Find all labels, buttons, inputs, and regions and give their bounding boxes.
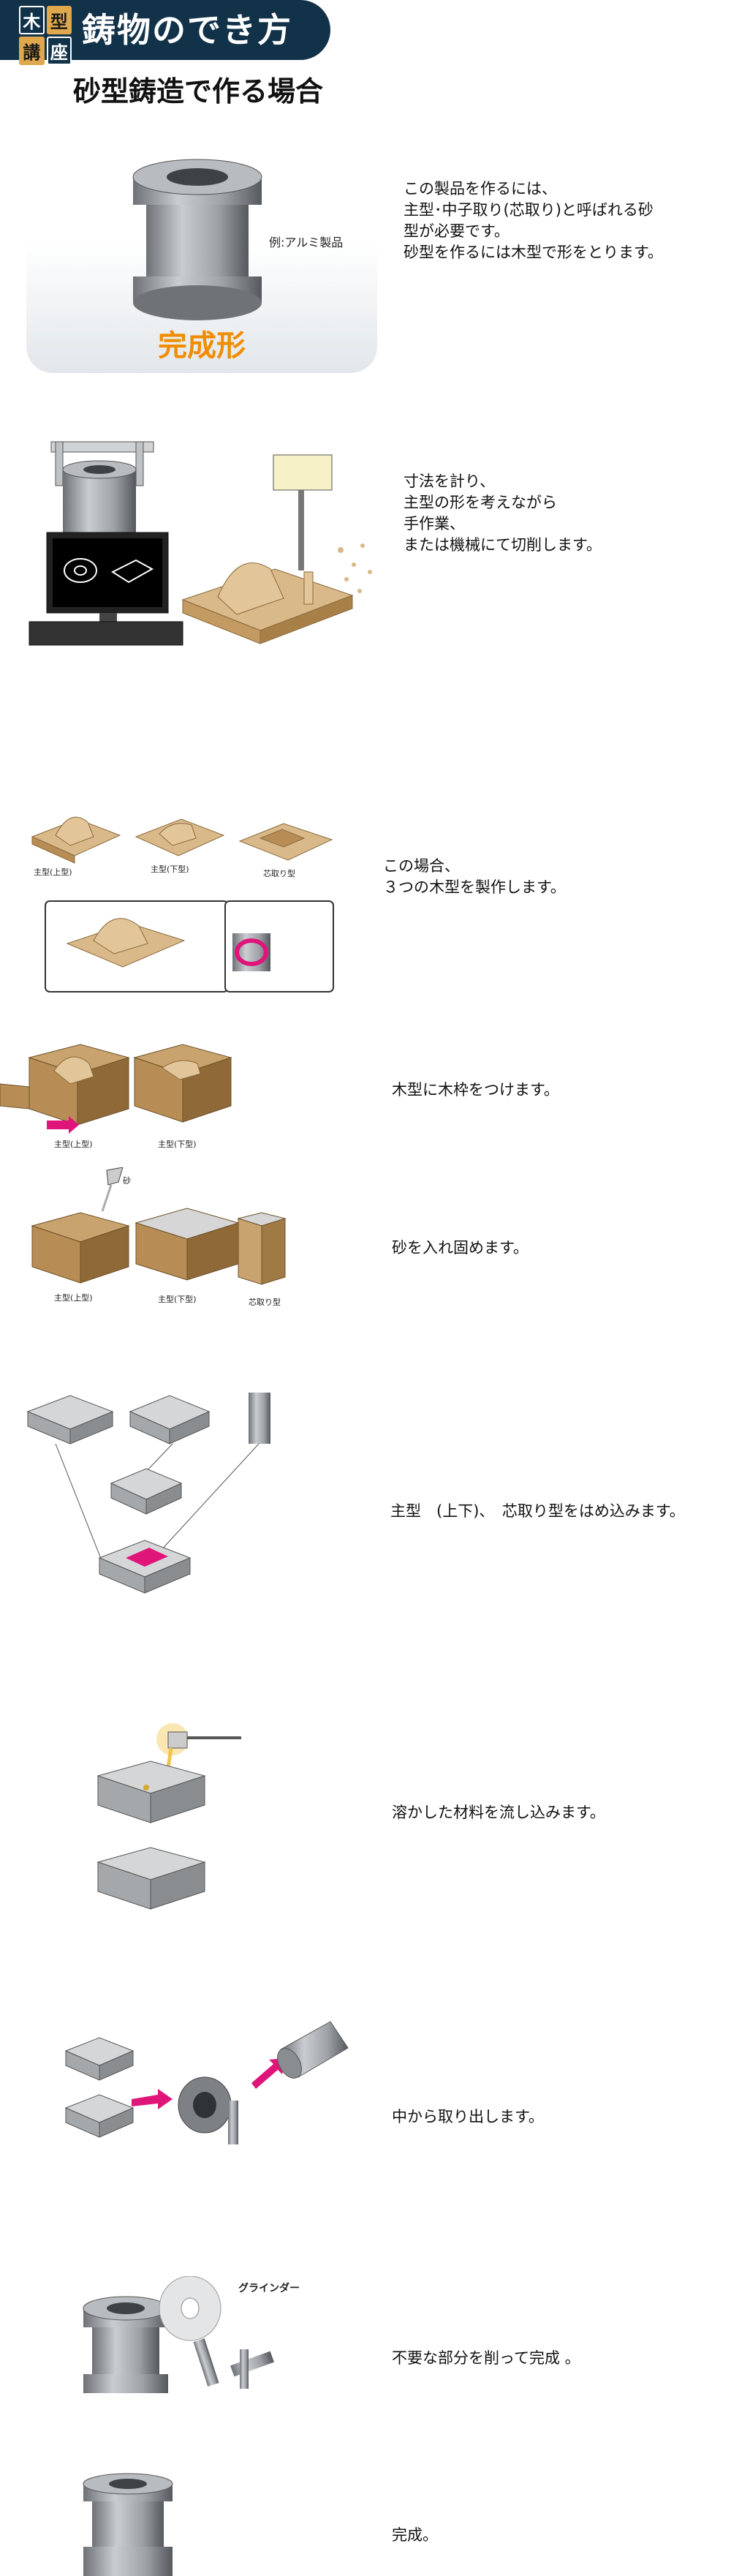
wood-frame-illustration [0,1044,232,1134]
finished-label: 完成形 [158,329,246,363]
step-grind-text: 不要な部分を削って完成 。 [392,2349,580,2367]
caption-sand-upper: 主型(上型) [54,1293,93,1303]
step-remove-text: 中から取り出します。 [392,2108,544,2125]
caption-sand-lower: 主型(下型) [158,1295,197,1304]
step-done-text: 完成。 [392,2526,438,2544]
pour-metal-illustration [96,1723,241,1910]
badge-char: 型 [46,6,72,34]
caption-sand-core: 芯取り型 [249,1298,281,1307]
sand-label: 砂 [123,1176,131,1186]
badge-char: 講 [19,37,45,65]
page-title: 鋳物のでき方 [82,10,292,50]
step-patterns-text: この場合、 ３つの木型を製作します。 [383,857,566,896]
grind-illustration [83,2276,274,2393]
finished-casting-illustration [132,159,262,320]
measure-and-cut-illustration [29,441,372,646]
caption-lower-pattern: 主型(下型) [151,865,189,874]
sample-label: 例:アルミ製品 [269,236,344,249]
grinder-label: グラインダー [238,2283,300,2294]
step-sand-text: 砂を入れ固めます。 [392,1239,529,1257]
finished-part-illustration [83,2473,173,2576]
step-assemble-text: 主型 (上下)、 芯取り型をはめ込みます。 [390,1502,685,1520]
badge-char: 座 [46,37,72,65]
caption-core-pattern: 芯取り型 [263,869,295,878]
caption-frame-lower: 主型(下型) [158,1140,197,1149]
step-measure-text: 寸法を計り、 主型の形を考えながら 手作業、 または機械にて切削します。 [404,472,602,554]
remove-casting-illustration [64,2021,349,2144]
step-pour-text: 溶かした材料を流し込みます。 [392,1804,605,1821]
step-frame-text: 木型に木枠をつけます。 [392,1081,559,1099]
course-badge: 木 型 講 座 [19,6,72,65]
intro-text: この製品を作るには、 主型･中子取り(芯取り)と呼ばれる砂 型が必要です。 砂型… [404,180,663,261]
badge-char: 木 [19,6,45,34]
caption-frame-upper: 主型(上型) [54,1140,93,1149]
three-patterns-illustration [31,816,334,993]
sand-fill-illustration [31,1167,287,1285]
caption-upper-pattern: 主型(上型) [34,867,72,877]
assemble-molds-illustration [26,1393,270,1594]
page-subtitle: 砂型鋳造で作る場合 [73,75,324,108]
